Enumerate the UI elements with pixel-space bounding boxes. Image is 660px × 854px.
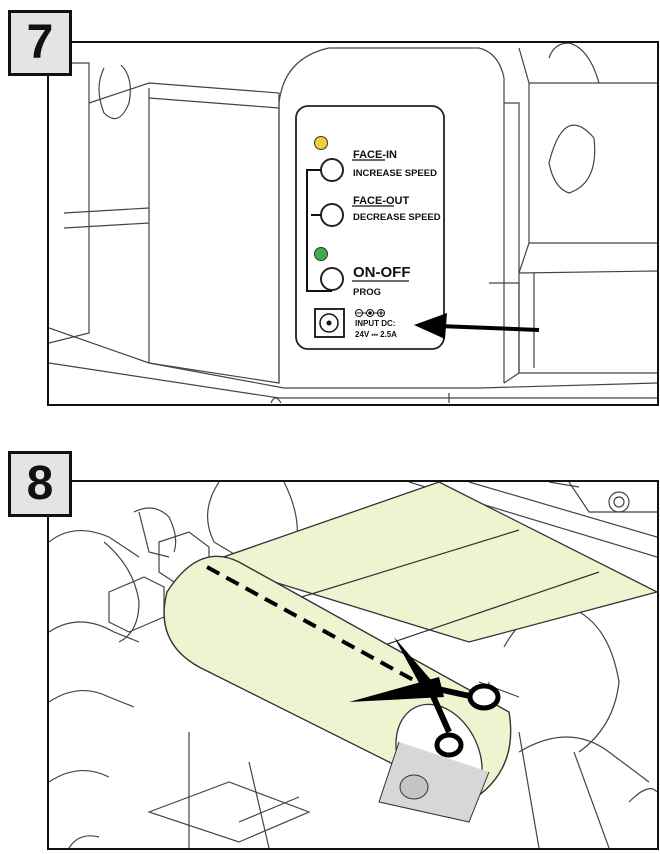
voltage-rating-label: 24V ⎓ 2.5A (355, 330, 397, 339)
step-8-illustration (47, 480, 659, 850)
step-7-illustration: FACE-IN INCREASE SPEED FACE-OUT DECREASE… (47, 41, 659, 406)
media-cutting-drawing (49, 482, 657, 848)
step-number-badge: 7 (8, 10, 72, 76)
polarity-icon (355, 309, 385, 317)
input-dc-label: INPUT DC: (355, 319, 395, 328)
scissors-icon (349, 637, 501, 758)
decrease-speed-label: DECREASE SPEED (353, 212, 441, 223)
label-media-sheet (206, 482, 657, 643)
on-off-button (320, 267, 344, 291)
face-in-label: FACE-IN (353, 149, 397, 161)
face-in-button (320, 158, 344, 182)
face-in-led (314, 136, 328, 150)
prog-label: PROG (353, 287, 381, 298)
face-out-button (320, 203, 344, 227)
on-off-label: ON-OFF (353, 264, 411, 281)
arrow-icon (414, 313, 540, 339)
increase-speed-label: INCREASE SPEED (353, 168, 437, 179)
step-number-badge: 8 (8, 451, 72, 517)
on-off-led (314, 247, 328, 261)
printer-control-panel-drawing: FACE-IN INCREASE SPEED FACE-OUT DECREASE… (49, 43, 657, 404)
face-out-label: FACE-OUT (353, 195, 410, 207)
cut-line (206, 565, 418, 684)
